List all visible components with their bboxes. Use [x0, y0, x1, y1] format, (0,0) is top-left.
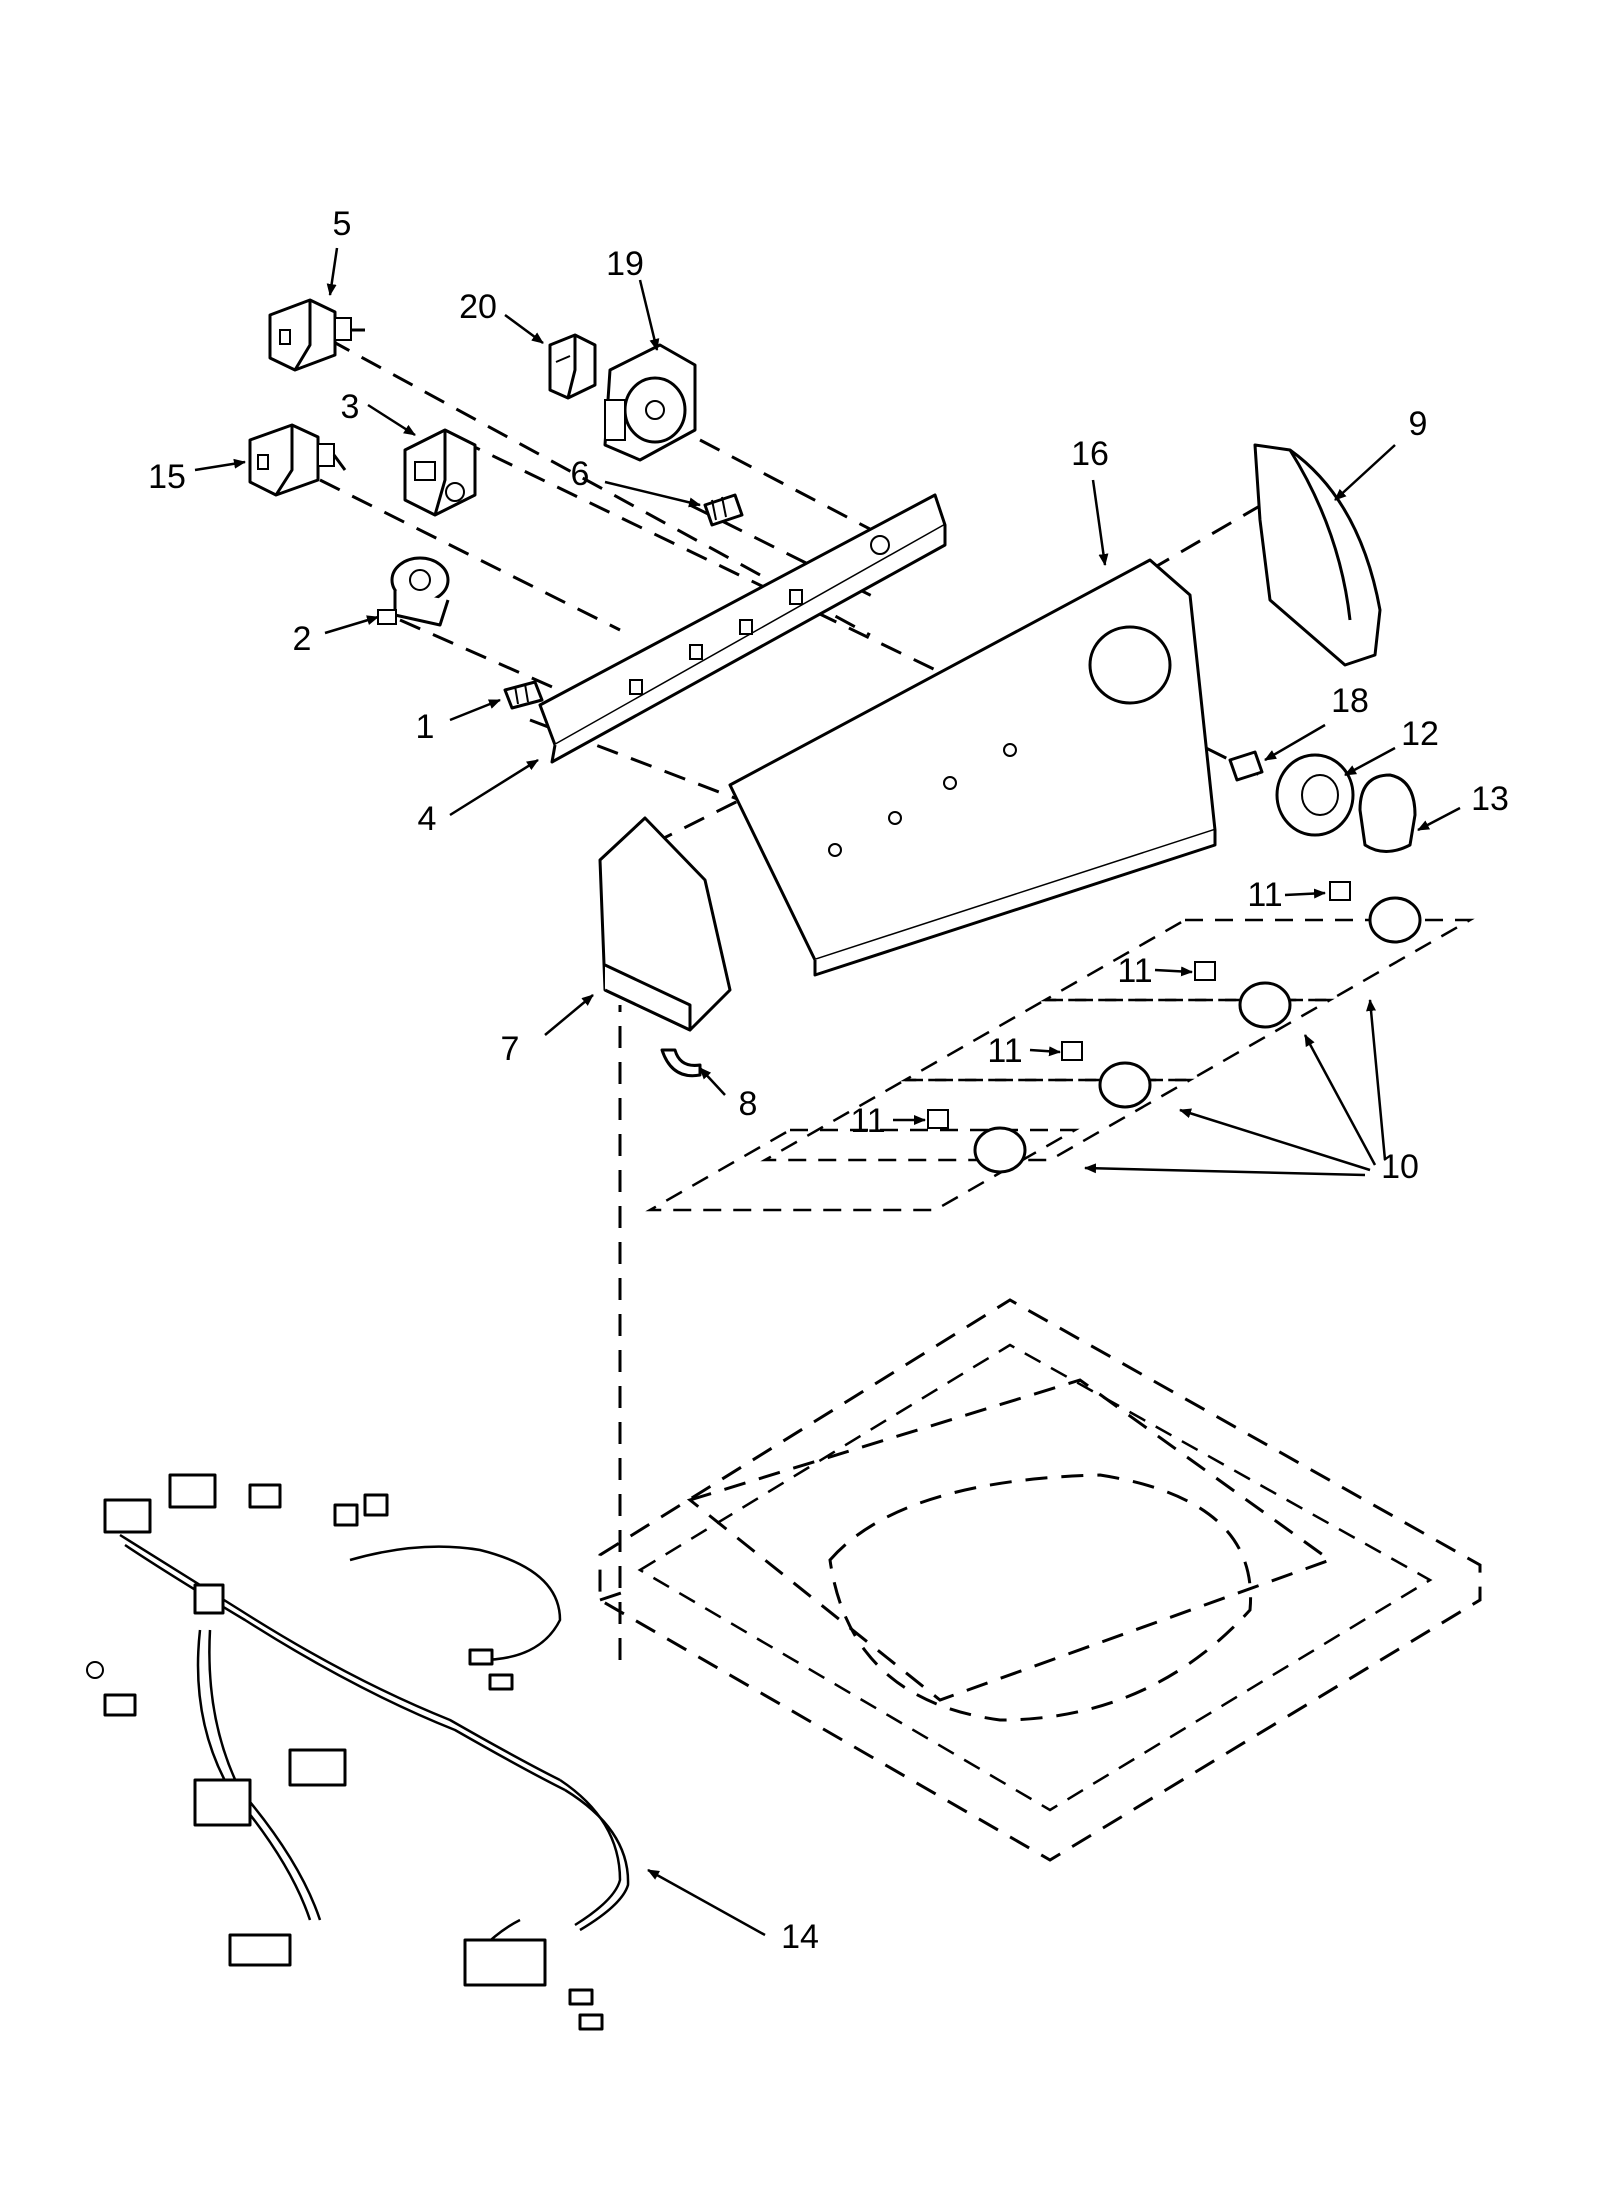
part-15-switch	[248, 423, 347, 497]
alignment-lines	[319, 338, 1271, 1660]
callout-15: 15	[148, 458, 186, 496]
part-12-dial	[1275, 753, 1355, 837]
callout-12: 12	[1401, 715, 1439, 753]
part-7-end-cap	[598, 816, 732, 1032]
part-2-pressure-switch	[377, 556, 450, 627]
part-1-screw	[503, 680, 544, 710]
part-8-clip	[660, 1048, 702, 1078]
callout-11-d: 11	[850, 1102, 885, 1140]
part-9-end-cap-right	[1253, 443, 1382, 667]
callout-6: 6	[571, 455, 590, 493]
knob-group-1	[1040, 881, 1475, 1002]
callout-10: 10	[1381, 1148, 1419, 1186]
callout-11-a: 11	[1247, 876, 1282, 914]
callout-13: 13	[1471, 780, 1509, 818]
callout-11-c: 11	[987, 1032, 1022, 1070]
part-14-wire-harness	[86, 1473, 630, 2031]
part-3-selector	[403, 428, 477, 517]
part-20-connector	[548, 333, 597, 400]
part-5-switch	[268, 298, 365, 372]
part-19-timer	[603, 343, 697, 462]
callout-4: 4	[418, 800, 437, 838]
leader-lines	[194, 247, 1461, 1937]
callout-7: 7	[501, 1030, 520, 1068]
callout-2: 2	[293, 620, 312, 658]
part-4-bracket	[538, 493, 947, 764]
knob-group-2	[900, 961, 1335, 1082]
part-18-screw	[1228, 750, 1264, 782]
knob-group-3	[760, 1041, 1195, 1162]
knob-group-4	[645, 1109, 1080, 1212]
callout-14: 14	[781, 1918, 819, 1956]
part-6-screw	[703, 493, 744, 527]
callout-labels: 5 19 20 3 15 6 2 1 4 16 9 18 12 13 11 11…	[148, 205, 1509, 1956]
washer-top-outline	[598, 1298, 1482, 1862]
callout-1: 1	[416, 708, 435, 746]
callout-18: 18	[1331, 682, 1369, 720]
part-16-console	[728, 558, 1217, 977]
callout-20: 20	[459, 288, 497, 326]
part-13-knob	[1358, 773, 1417, 853]
callout-8: 8	[739, 1085, 758, 1123]
callout-11-b: 11	[1117, 952, 1152, 990]
callout-9: 9	[1409, 405, 1428, 443]
callout-16: 16	[1071, 435, 1109, 473]
callout-5: 5	[333, 205, 352, 243]
callout-3: 3	[341, 388, 360, 426]
callout-19: 19	[606, 245, 644, 283]
